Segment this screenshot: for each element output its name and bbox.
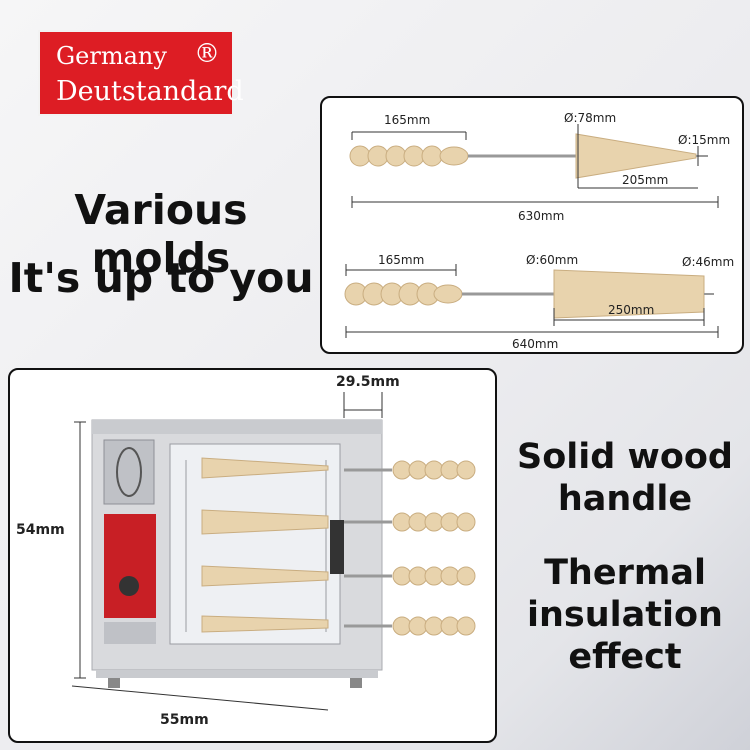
bottom-cyl-diameter: Ø:60mm — [526, 253, 578, 267]
feature-wood-handle: Solid wood handle — [500, 436, 750, 520]
bottom-total-length: 640mm — [512, 337, 558, 351]
machine-height: 54mm — [16, 522, 65, 538]
top-handle-length: 165mm — [384, 113, 430, 127]
machine-width: 55mm — [160, 712, 209, 728]
bottom-handle-length: 165mm — [378, 253, 424, 267]
feature2-line2: insulation — [527, 595, 723, 635]
machine-panel: 29.5mm 54mm 55mm — [8, 368, 497, 743]
feature2-line3: effect — [568, 637, 682, 677]
top-cone-length: 205mm — [622, 173, 668, 187]
feature1-line2: handle — [557, 479, 693, 519]
wood-handles — [344, 460, 476, 636]
feature1-line1: Solid wood — [517, 437, 733, 477]
cylinder-mold — [344, 264, 719, 338]
molds-drawing: 165mm Ø:78mm Ø:15mm 205mm 630mm 165mm Ø:… — [344, 111, 734, 351]
machine-depth: 29.5mm — [336, 374, 400, 390]
top-cone-diameter: Ø:78mm — [564, 111, 616, 125]
bottom-cyl-length: 250mm — [608, 303, 654, 317]
brand-logo: Germany ® Deutstandard — [38, 30, 244, 116]
feature-thermal-insulation: Thermal insulation effect — [500, 552, 750, 678]
molds-dimension-panel: 165mm Ø:78mm Ø:15mm 205mm 630mm 165mm Ø:… — [320, 96, 744, 354]
logo-line2: Deutstandard — [56, 76, 244, 107]
bottom-end-diameter: Ø:46mm — [682, 255, 734, 269]
cone-mold — [349, 124, 719, 208]
registered-mark: ® — [194, 39, 220, 69]
feature2-line1: Thermal — [544, 553, 706, 593]
headline-line1: Various molds — [74, 186, 248, 282]
headline-line2: It's up to you — [8, 254, 314, 302]
logo-line1: Germany — [56, 42, 167, 70]
machine-dimension-lines — [71, 392, 383, 711]
machine-drawing: 29.5mm 54mm 55mm — [16, 374, 476, 728]
top-total-length: 630mm — [518, 209, 564, 223]
top-tip-diameter: Ø:15mm — [678, 133, 730, 147]
chimney-cake-machine — [91, 419, 383, 688]
